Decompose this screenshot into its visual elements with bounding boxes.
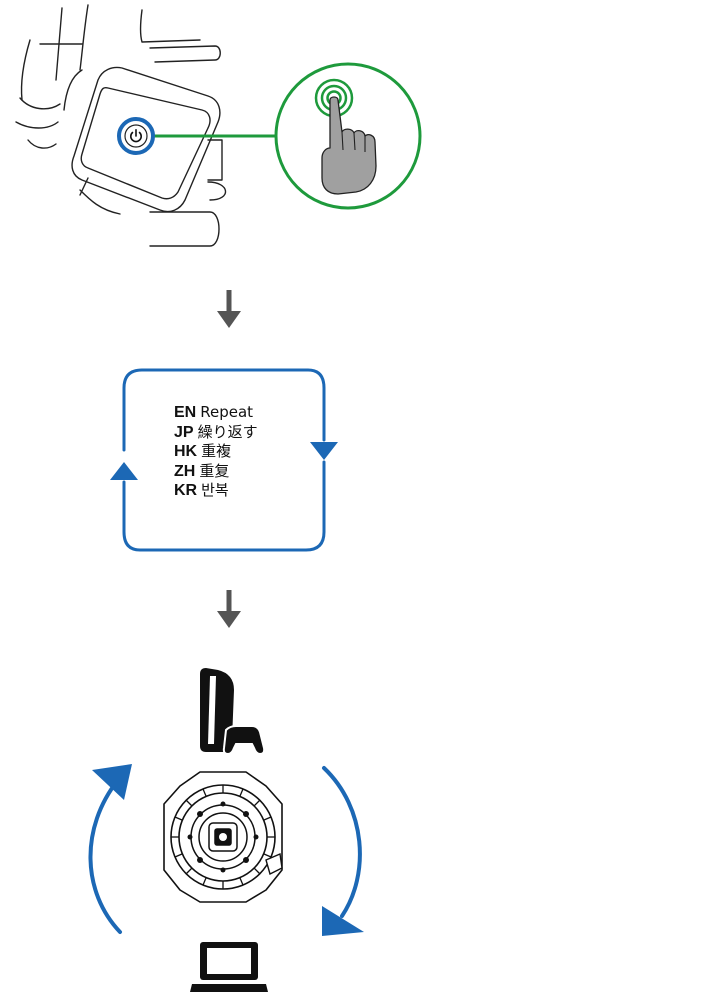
wheel-base-icon	[158, 768, 288, 906]
repeat-text: 繰り返す	[197, 422, 258, 441]
power-icon	[127, 127, 145, 145]
language-code: EN	[174, 404, 197, 421]
down-arrow-icon	[208, 290, 250, 332]
touch-press-icon	[272, 60, 424, 212]
repeat-text: 重复	[199, 461, 230, 480]
down-arrow-icon	[208, 590, 250, 632]
laptop-icon	[190, 938, 270, 992]
repeat-text: 重複	[201, 442, 232, 460]
language-code: HK	[174, 443, 198, 460]
repeat-loop-box	[110, 368, 338, 552]
language-code: ZH	[174, 462, 196, 480]
cycle-arrows	[88, 764, 364, 936]
console-with-controller-icon	[196, 666, 266, 758]
repeat-text: 반복	[201, 481, 229, 499]
language-code: KR	[174, 482, 198, 499]
language-code: JP	[174, 423, 194, 441]
repeat-text: Repeat	[200, 403, 254, 421]
